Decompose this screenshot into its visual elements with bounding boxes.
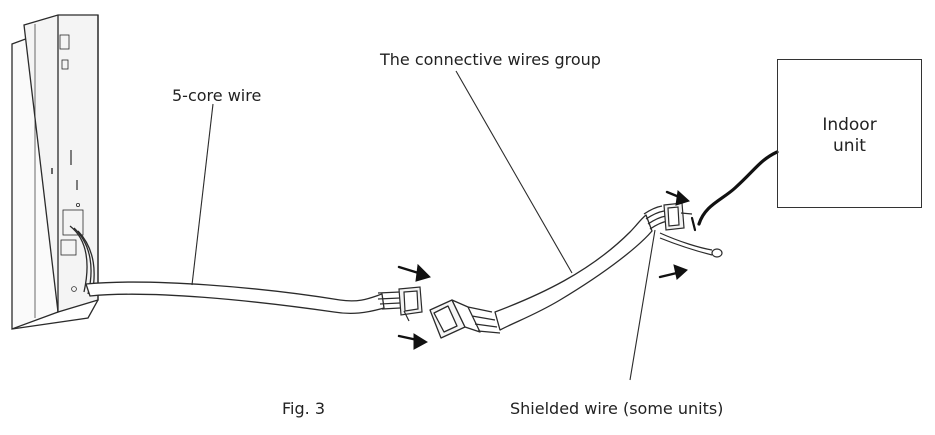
shielded-wire: [659, 232, 723, 258]
indoor-unit-box: Indoor unit: [777, 59, 922, 208]
indoor-unit-label: Indoor unit: [778, 115, 921, 158]
figure-caption: Fig. 3: [282, 399, 325, 418]
five-core-wire-label: 5-core wire: [172, 86, 262, 105]
left-connector: [377, 286, 423, 322]
indoor-unit-line1: Indoor: [822, 115, 877, 135]
arrows: [397, 189, 690, 350]
shielded-wire-label: Shielded wire (some units): [510, 399, 724, 418]
leader-lines: [191, 70, 656, 381]
indoor-unit-line2: unit: [833, 136, 866, 157]
outdoor-panel: [11, 14, 99, 330]
right-connector: [663, 202, 693, 231]
five-core-wire: [85, 281, 385, 315]
connective-wires-group-label: The connective wires group: [380, 50, 601, 69]
indoor-cable: [690, 150, 779, 232]
connective-wire-group: [494, 205, 669, 331]
middle-connector: [429, 299, 501, 339]
